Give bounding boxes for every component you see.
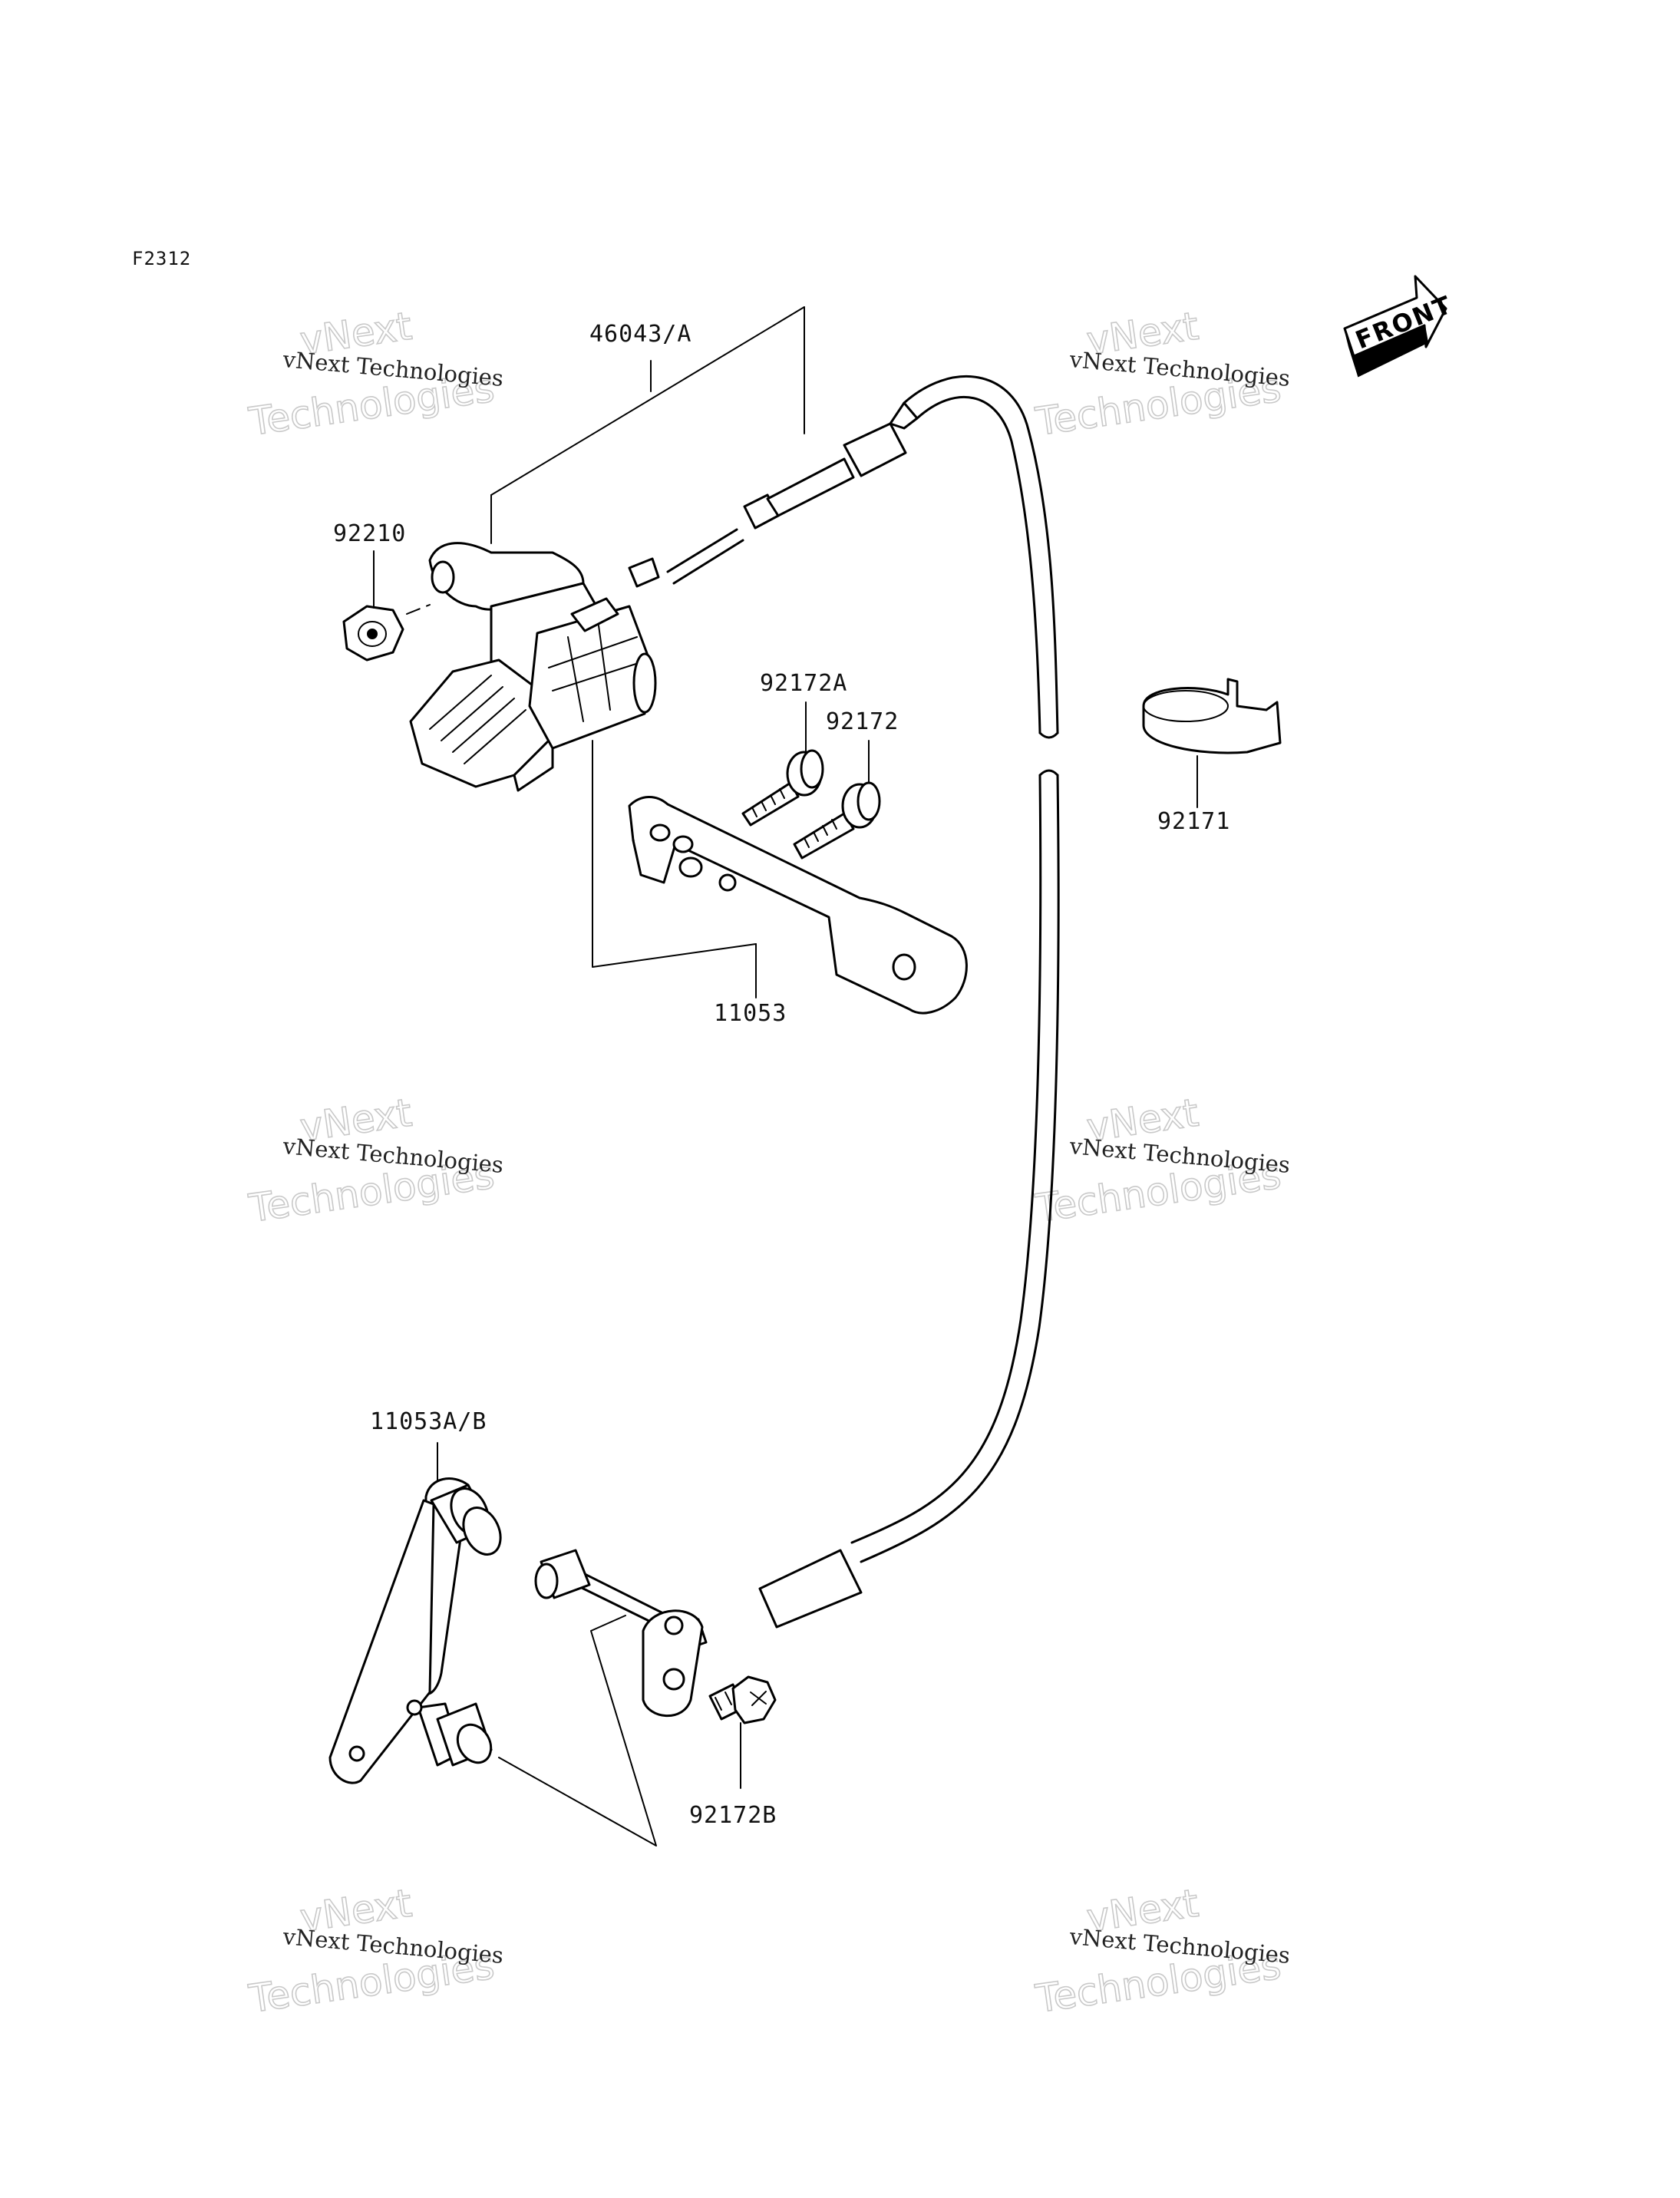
leader-lines bbox=[373, 306, 1198, 1847]
label-92172b: 92172B bbox=[689, 1802, 777, 1829]
label-11053: 11053 bbox=[714, 1000, 787, 1027]
cable-end-lower bbox=[534, 1549, 704, 1718]
figure-code: F2312 bbox=[132, 248, 191, 269]
label-92172a: 92172A bbox=[760, 670, 847, 697]
nut-leader-dash bbox=[406, 604, 431, 615]
bracket-11053 bbox=[628, 796, 968, 1015]
label-92171: 92171 bbox=[1157, 808, 1230, 835]
label-92210: 92210 bbox=[333, 520, 406, 547]
pedal-11053ab bbox=[328, 1477, 502, 1784]
nut-92210 bbox=[342, 605, 404, 662]
screw-92172 bbox=[793, 781, 881, 860]
label-92172: 92172 bbox=[826, 708, 899, 735]
label-11053ab: 11053A/B bbox=[370, 1408, 487, 1435]
throttle-lever bbox=[409, 542, 657, 792]
throttle-cable bbox=[628, 375, 1060, 1652]
front-arrow-icon: FRONT bbox=[1343, 275, 1457, 378]
label-46043a: 46043/A bbox=[589, 321, 691, 348]
clamp-92171 bbox=[1142, 678, 1282, 754]
bolt-92172b bbox=[708, 1675, 777, 1724]
screw-92172a bbox=[741, 749, 824, 827]
